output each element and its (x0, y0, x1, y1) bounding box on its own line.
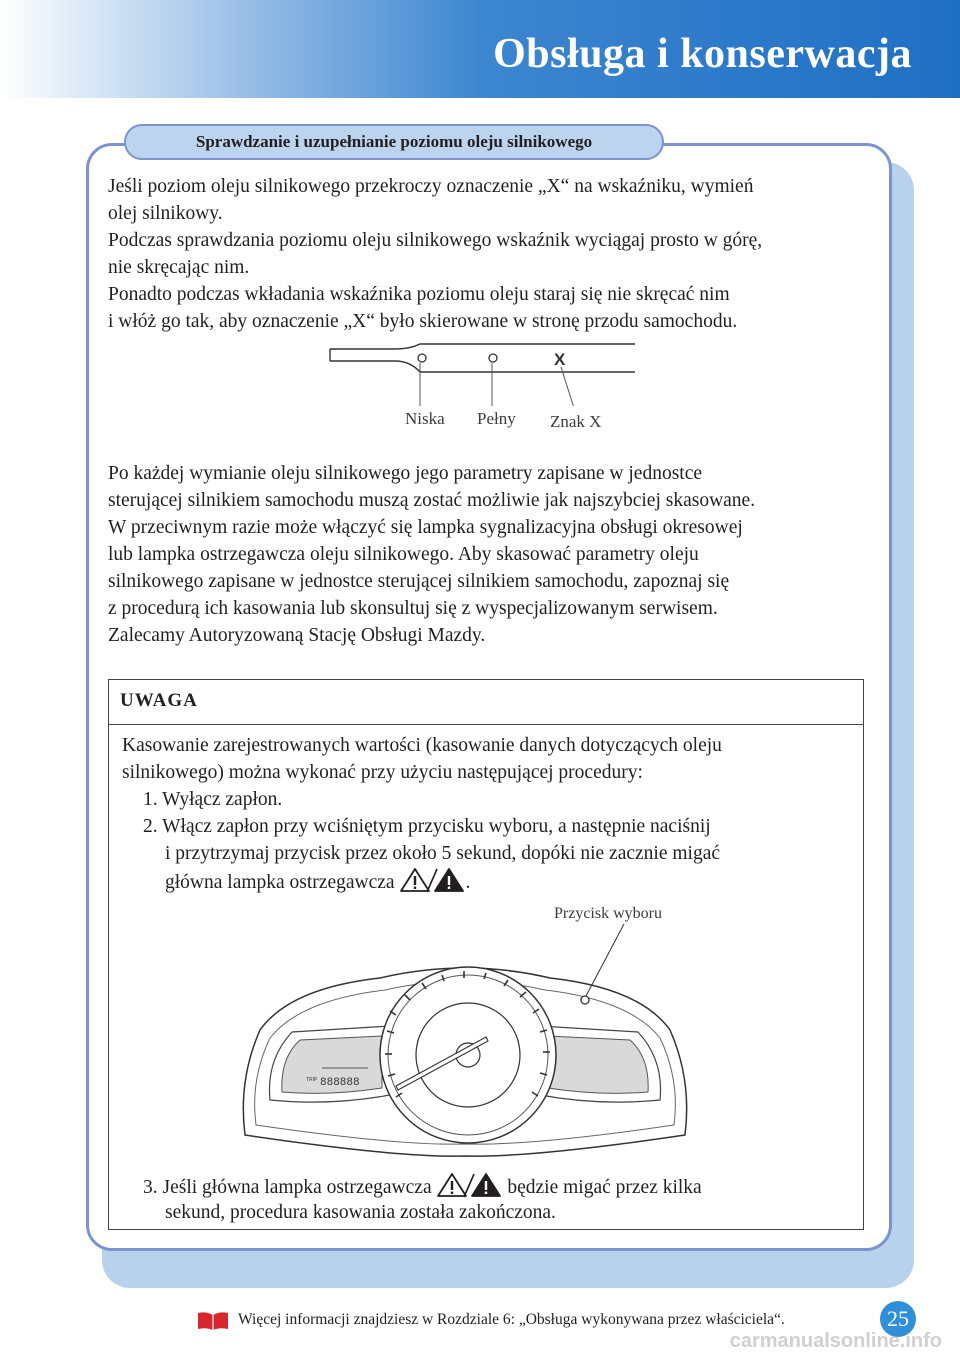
text-line: lub lampka ostrzegawcza oleju silnikoweg… (108, 544, 699, 565)
full-label: Pełny (477, 409, 516, 428)
step-2-text: główna lampka ostrzegawcza (165, 872, 395, 893)
section-title: Sprawdzanie i uzupełnianie poziomu oleju… (124, 124, 664, 160)
step-2-period: . (465, 872, 471, 893)
text-line: W przeciwnym razie może włączyć się lamp… (108, 517, 743, 538)
text-line: Zalecamy Autoryzowaną Stację Obsługi Maz… (108, 625, 486, 646)
step-1: 1. Wyłącz zapłon. (143, 789, 283, 810)
step-2-line: i przytrzymaj przycisk przez około 5 sek… (165, 843, 721, 864)
x-mark-label: Znak X (550, 412, 602, 431)
text-line: z procedurą ich kasowania lub skonsultuj… (108, 598, 718, 619)
note-intro-line: Kasowanie zarejestrowanych wartości (kas… (122, 735, 722, 756)
x-mark: X (554, 350, 566, 369)
text-line: Podczas sprawdzania poziomu oleju silnik… (108, 230, 763, 251)
select-button (580, 995, 590, 1005)
book-icon (198, 1312, 228, 1330)
watermark: carmanualsonline.info (729, 1330, 942, 1352)
text-line: Jeśli poziom oleju silnikowego przekrocz… (108, 176, 754, 197)
step-2-line: 2. Włącz zapłon przy wciśniętym przycisk… (143, 816, 711, 837)
low-label: Niska (405, 409, 445, 428)
step-3-line: 3. Jeśli główna lampka ostrzegawcza będz… (143, 1172, 702, 1201)
intro-paragraph: Jeśli poziom oleju silnikowego przekrocz… (108, 173, 878, 335)
step-3-text: 3. Jeśli główna lampka ostrzegawcza (143, 1177, 432, 1198)
dipstick-illustration: X (329, 343, 635, 406)
note-header: UWAGA (109, 680, 863, 725)
page-number: 25 (880, 1301, 916, 1337)
text-line: olej silnikowy. (108, 203, 223, 224)
low-mark (417, 353, 427, 363)
page-title: Obsługa i konserwacja (493, 31, 912, 77)
instrument-cluster-illustration: TRIP 888888 (242, 923, 688, 1157)
reset-paragraph: Po każdej wymianie oleju silnikowego jeg… (108, 460, 878, 649)
text-line: sterującej silnikiem samochodu muszą zos… (108, 490, 756, 511)
header-band (0, 0, 960, 98)
footer-reference: Więcej informacji znajdziesz w Rozdziale… (238, 1311, 785, 1328)
step-3-line: sekund, procedura kasowania została zako… (165, 1202, 556, 1223)
text-line: Ponadto podczas wkładania wskaźnika pozi… (108, 284, 730, 305)
step-3-text-end: będzie migać przez kilka (507, 1177, 702, 1198)
odometer-readout: 888888 (320, 1077, 360, 1089)
text-line: silnikowego zapisane w jednostce sterują… (108, 571, 730, 592)
speedometer-ticks (385, 971, 550, 1098)
text-line: i włóż go tak, aby oznaczenie „X“ było s… (108, 311, 738, 332)
master-warning-icon (437, 1173, 502, 1198)
step-2-final-line: główna lampka ostrzegawcza . (165, 867, 470, 896)
note-intro-line: silnikowego) można wykonać przy użyciu n… (122, 762, 643, 783)
text-line: Po każdej wymianie oleju silnikowego jeg… (108, 463, 703, 484)
trip-label: TRIP (306, 1077, 318, 1083)
note-title: UWAGA (120, 690, 198, 711)
master-warning-icon (400, 868, 465, 893)
select-button-callout: Przycisk wyboru (554, 905, 662, 922)
text-line: nie skręcając nim. (108, 257, 250, 278)
full-mark (488, 353, 498, 363)
